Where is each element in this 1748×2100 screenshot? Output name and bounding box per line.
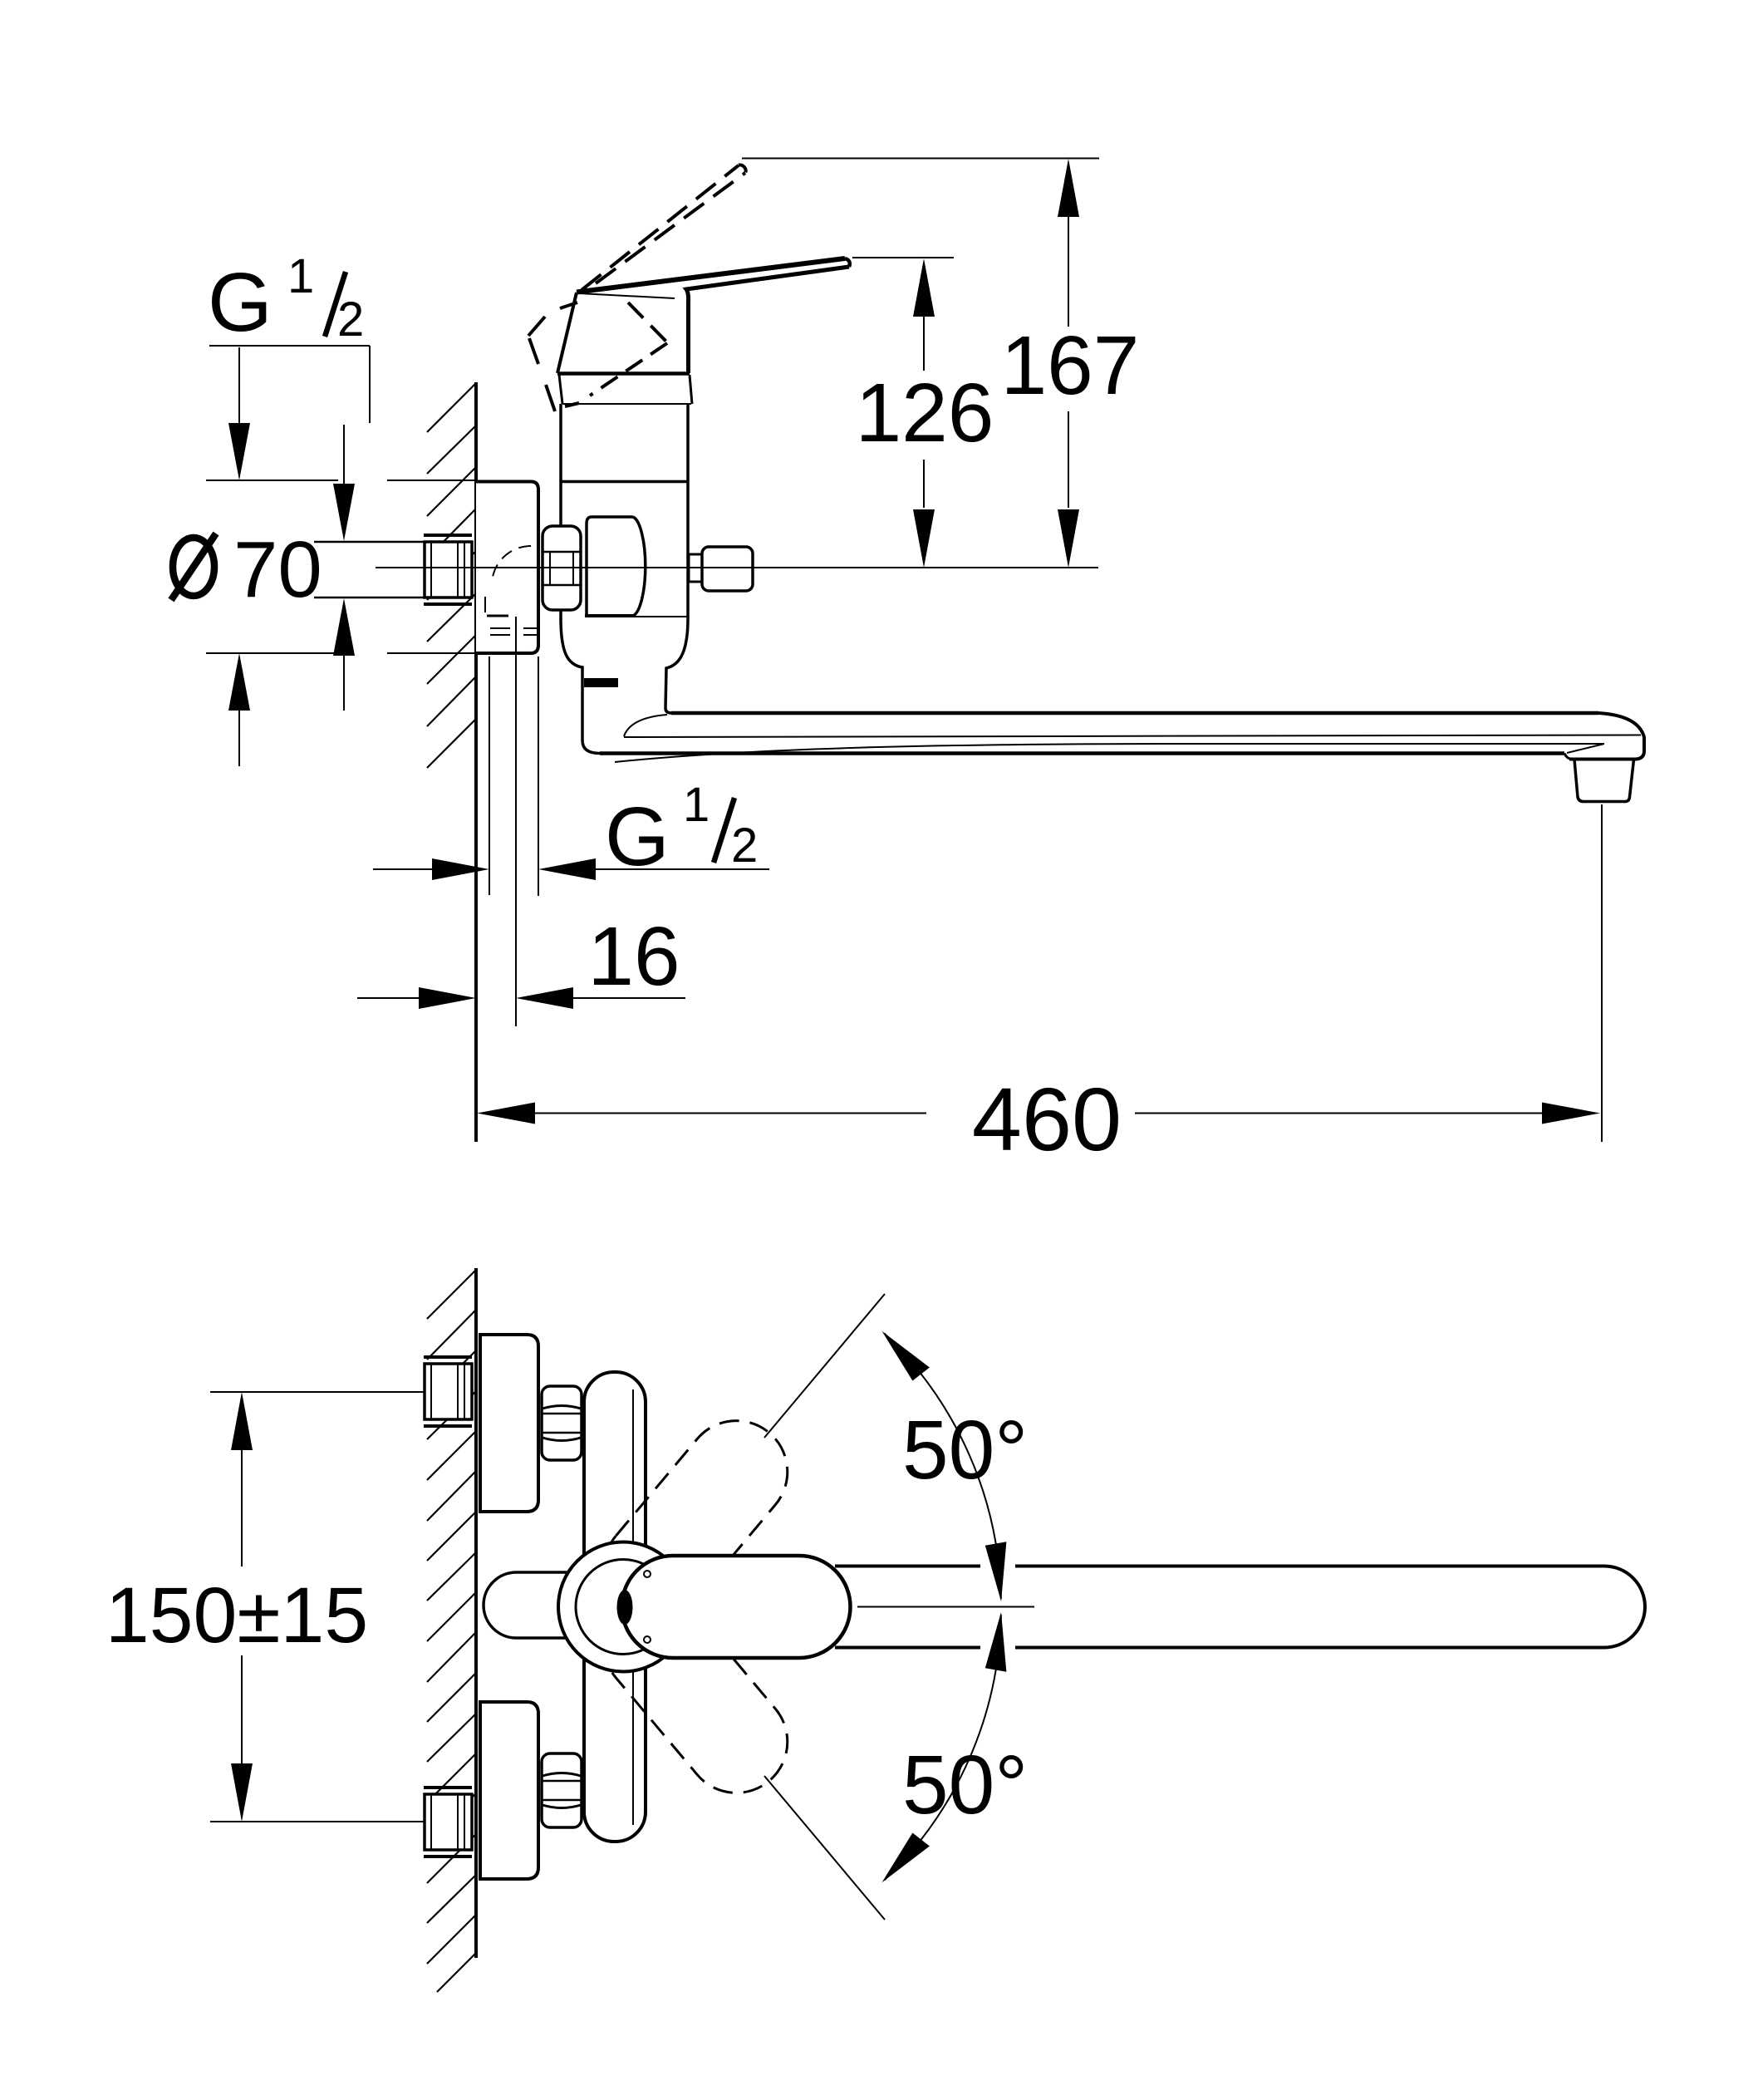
- svg-text:1: 1: [287, 249, 314, 303]
- svg-text:G: G: [208, 256, 273, 349]
- svg-text:2: 2: [337, 293, 364, 347]
- svg-text:150±15: 150±15: [106, 1571, 368, 1660]
- svg-text:70: 70: [233, 525, 322, 614]
- svg-text:1: 1: [683, 778, 710, 832]
- svg-text:2: 2: [731, 819, 758, 873]
- svg-text:167: 167: [1001, 319, 1140, 412]
- svg-text:126: 126: [856, 366, 994, 460]
- svg-text:50°: 50°: [902, 1404, 1028, 1497]
- svg-text:16: 16: [587, 910, 680, 1003]
- svg-text:460: 460: [972, 1069, 1122, 1169]
- svg-text:50°: 50°: [902, 1739, 1028, 1832]
- svg-text:G: G: [605, 790, 670, 883]
